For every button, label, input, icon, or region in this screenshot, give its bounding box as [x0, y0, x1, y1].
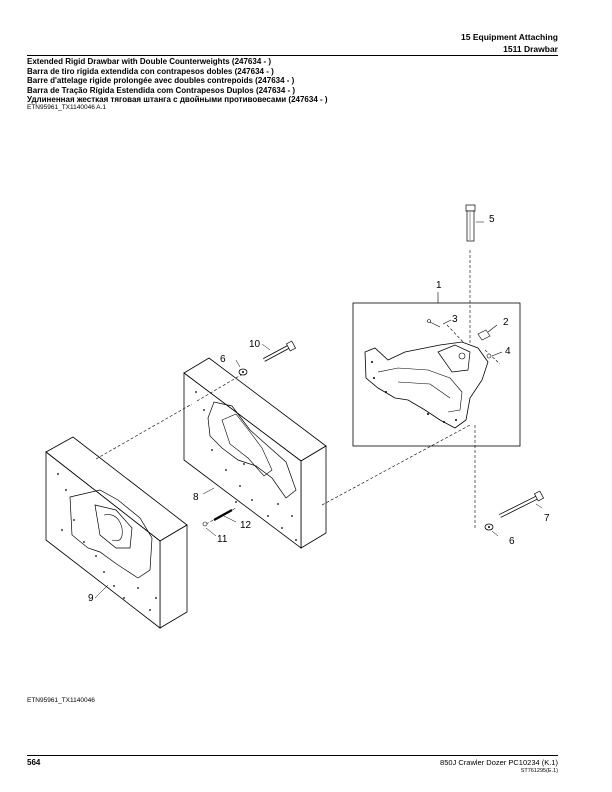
- small-parts: [427, 319, 503, 359]
- footer-publication: 850J Crawler Dozer PC10234 (K.1): [440, 758, 558, 767]
- title-es: Barra de tiro rígida extendida con contr…: [27, 66, 274, 76]
- callout-3: 3: [452, 314, 458, 325]
- bolt-lower: [484, 490, 545, 537]
- page-number: 564: [27, 758, 41, 767]
- header-rule: [27, 55, 558, 56]
- title-fr: Barre d'attelage rigide prolongée avec d…: [27, 76, 295, 86]
- bolt-upper: [235, 340, 297, 376]
- drawbar-assembly: [352, 292, 521, 447]
- illustration-ref-bottom: ETN95961_TX1140046: [27, 697, 95, 704]
- counterweight-rear: [183, 357, 327, 549]
- section-title: 15 Equipment Attaching: [461, 32, 558, 42]
- alignment-lines: [95, 250, 501, 530]
- title-en: Extended Rigid Drawbar with Double Count…: [27, 57, 272, 66]
- callout-7: 7: [544, 513, 550, 524]
- callout-10: 10: [249, 339, 261, 350]
- callout-5: 5: [489, 214, 495, 225]
- pin-part: [465, 204, 484, 242]
- footer-rule: [27, 755, 558, 756]
- callout-12: 12: [240, 520, 252, 531]
- bolt-small: [202, 509, 237, 537]
- illustration-ref-top: ETN95961_TX1140046 A.1: [27, 104, 107, 111]
- callout-6-upper: 6: [220, 354, 226, 365]
- title-block: Extended Rigid Drawbar with Double Count…: [27, 57, 328, 105]
- title-pt: Barra de Tração Rígida Estendida com Con…: [27, 85, 296, 95]
- callout-4: 4: [505, 346, 511, 357]
- callout-2: 2: [503, 317, 509, 328]
- callout-8: 8: [193, 492, 199, 503]
- title-ru: Удлиненная жесткая тяговая штанга с двой…: [27, 95, 328, 105]
- counterweight-front: [45, 436, 188, 629]
- callout-1: 1: [436, 280, 442, 291]
- callout-6-lower: 6: [509, 536, 515, 547]
- footer-code: ST761295(E.1): [520, 768, 558, 774]
- callout-9: 9: [88, 593, 94, 604]
- group-title: 1511 Drawbar: [503, 44, 558, 54]
- callout-11: 11: [217, 534, 228, 545]
